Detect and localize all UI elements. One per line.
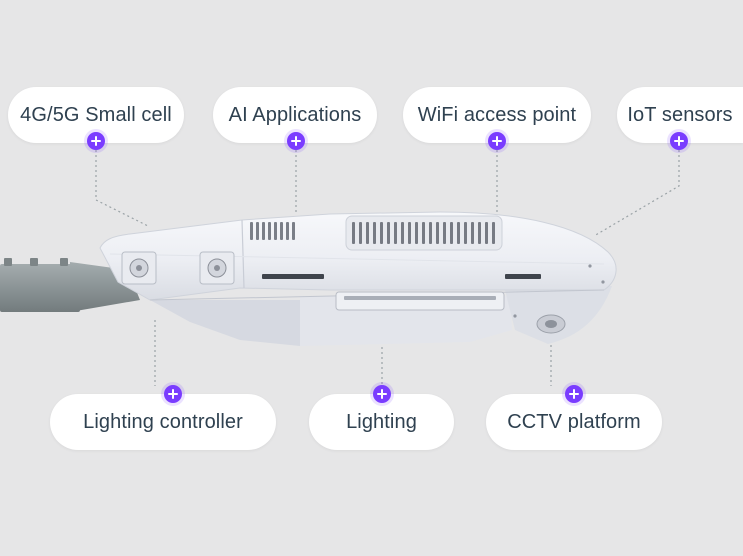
leader-line-iot (593, 150, 680, 237)
controller-sockets (121, 251, 235, 285)
lighting-controller-plus-icon[interactable] (164, 385, 182, 403)
label-lighting-controller: Lighting controller (50, 394, 276, 450)
lighting-plus-icon[interactable] (373, 385, 391, 403)
label-ai-applications-text: AI Applications (228, 103, 362, 126)
label-small-cell: 4G/5G Small cell (8, 87, 184, 143)
label-ai-applications: AI Applications (213, 87, 377, 143)
label-lighting: Lighting (309, 394, 454, 450)
lamp-housing (99, 211, 617, 346)
wifi-access-point-plus-icon[interactable] (488, 132, 506, 150)
ai-applications-plus-icon[interactable] (287, 132, 305, 150)
label-iot-sensors-text: IoT sensors (627, 103, 733, 126)
leader-lines (95, 150, 680, 386)
label-wifi-access-point-text: WiFi access point (417, 103, 577, 126)
label-cctv-platform: CCTV platform (486, 394, 662, 450)
label-iot-sensors: IoT sensors (617, 87, 743, 143)
cctv-platform-plus-icon[interactable] (565, 385, 583, 403)
label-lighting-controller-text: Lighting controller (83, 410, 243, 433)
small-cell-plus-icon[interactable] (87, 132, 105, 150)
leader-line-small-cell (95, 150, 149, 227)
pole-arm (0, 258, 140, 312)
label-small-cell-text: 4G/5G Small cell (20, 103, 172, 126)
label-cctv-platform-text: CCTV platform (507, 410, 641, 433)
label-lighting-text: Lighting (346, 410, 417, 433)
iot-sensors-plus-icon[interactable] (670, 132, 688, 150)
